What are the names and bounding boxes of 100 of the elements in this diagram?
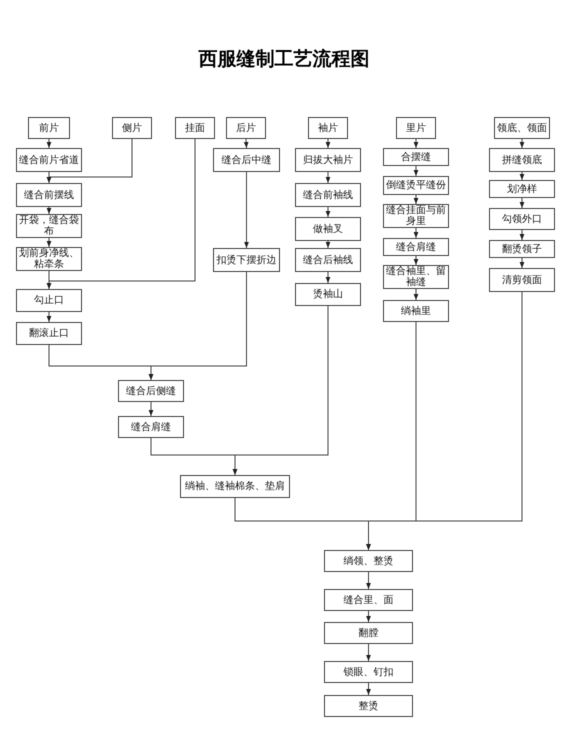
process-box: [180, 475, 290, 498]
arrow: [148, 272, 247, 380]
step-label: 翻膛: [358, 628, 378, 638]
process-box: [489, 208, 555, 230]
step-label: 缝合前袖线: [303, 190, 353, 200]
step-label: 烫袖山: [313, 289, 343, 300]
step-label: 翻滚止口: [29, 328, 69, 339]
process-box: [383, 148, 449, 166]
step-label: 侧片: [122, 122, 142, 134]
step-label: 缝合前摆线: [24, 190, 74, 200]
arrow: [520, 172, 524, 180]
step-label: 绱袖里: [401, 306, 431, 316]
process-box: [112, 117, 152, 139]
step-label: 清剪领面: [502, 274, 542, 286]
arrow: [414, 228, 418, 238]
step-label: 袖片: [318, 122, 338, 134]
arrow: [414, 288, 418, 300]
process-box: [16, 289, 82, 312]
process-box: [383, 176, 449, 195]
step-label: 缝合袖里、留袖缝: [386, 266, 446, 288]
step-label: 整烫: [358, 700, 378, 712]
process-box: [324, 622, 413, 644]
step-label: 划净样: [507, 184, 537, 194]
process-box: [489, 180, 555, 198]
arrow: [366, 572, 371, 590]
step-label: 合摆缝: [401, 152, 431, 162]
step-label: 勾领外口: [502, 214, 542, 224]
step-label: 后片: [236, 122, 256, 134]
step-label: 缝合后袖线: [303, 254, 353, 266]
step-label: 缝合肩缝: [131, 422, 171, 432]
arrow: [46, 138, 52, 148]
arrow: [232, 306, 328, 476]
process-box: [16, 148, 82, 172]
process-box: [175, 117, 215, 139]
process-box: [324, 661, 413, 683]
arrow: [520, 198, 524, 208]
process-box: [213, 248, 280, 272]
process-box: [295, 183, 361, 207]
arrow: [46, 206, 52, 214]
process-box: [226, 117, 266, 139]
arrow: [244, 138, 249, 148]
step-label: 缝合前片省道: [19, 154, 79, 166]
arrow: [414, 166, 418, 176]
arrow: [520, 258, 524, 268]
process-box: [489, 148, 555, 172]
arrow: [366, 682, 371, 696]
arrow: [326, 272, 330, 284]
step-label: 翻烫领子: [502, 244, 542, 254]
step-label: 缝合后侧缝: [126, 386, 176, 396]
arrow: [326, 240, 330, 248]
process-box: [295, 283, 361, 306]
process-box: [489, 268, 555, 292]
step-label: 拼缝领底: [502, 154, 542, 166]
process-box: [213, 148, 280, 172]
arrow: [520, 138, 524, 148]
process-box: [118, 380, 184, 402]
diagram-title: 西服缝制工艺流程图: [198, 47, 370, 72]
process-box: [383, 300, 449, 322]
step-label: 缝合后中缝: [222, 154, 272, 166]
process-box: [396, 117, 436, 139]
arrow: [520, 230, 524, 240]
step-label: 倒缝烫平缝份: [386, 180, 446, 191]
step-label: 绱领、整烫: [344, 556, 394, 566]
process-box: [324, 695, 413, 717]
process-box: [28, 117, 70, 139]
process-box: [16, 322, 82, 345]
step-label: 前片: [39, 122, 59, 134]
arrow: [148, 402, 154, 416]
arrow: [46, 312, 52, 322]
arrow: [46, 238, 52, 248]
step-label: 绱袖、缝袖棉条、垫肩: [185, 481, 285, 492]
process-box: [16, 183, 82, 207]
process-box: [324, 550, 413, 572]
arrow: [46, 138, 196, 290]
process-box: [308, 117, 348, 139]
step-label: 缝合挂面与前身里: [386, 205, 446, 227]
arrow: [414, 138, 418, 148]
process-box: [489, 240, 555, 258]
arrow: [326, 138, 330, 148]
process-box: [324, 589, 413, 611]
process-box: [295, 248, 361, 272]
step-label: 划前身净线、粘牵条: [19, 248, 79, 270]
arrow: [414, 194, 418, 204]
arrow: [326, 172, 330, 184]
process-box: [295, 217, 361, 241]
step-label: 挂面: [185, 122, 205, 134]
step-label: 做袖叉: [313, 224, 343, 234]
arrow: [244, 172, 249, 248]
step-label: 领底、领面: [497, 122, 547, 134]
step-label: 里片: [406, 122, 426, 134]
step-label: 扣烫下摆折边: [216, 254, 276, 266]
step-label: 缝合肩缝: [396, 242, 436, 252]
arrow: [366, 610, 371, 622]
process-box: [295, 148, 361, 172]
process-box: [494, 117, 550, 139]
step-label: 锁眼、钉扣: [344, 666, 394, 678]
arrow: [414, 256, 418, 266]
step-label: 归拔大袖片: [303, 154, 353, 166]
arrow: [326, 206, 330, 218]
process-box: [383, 238, 449, 256]
